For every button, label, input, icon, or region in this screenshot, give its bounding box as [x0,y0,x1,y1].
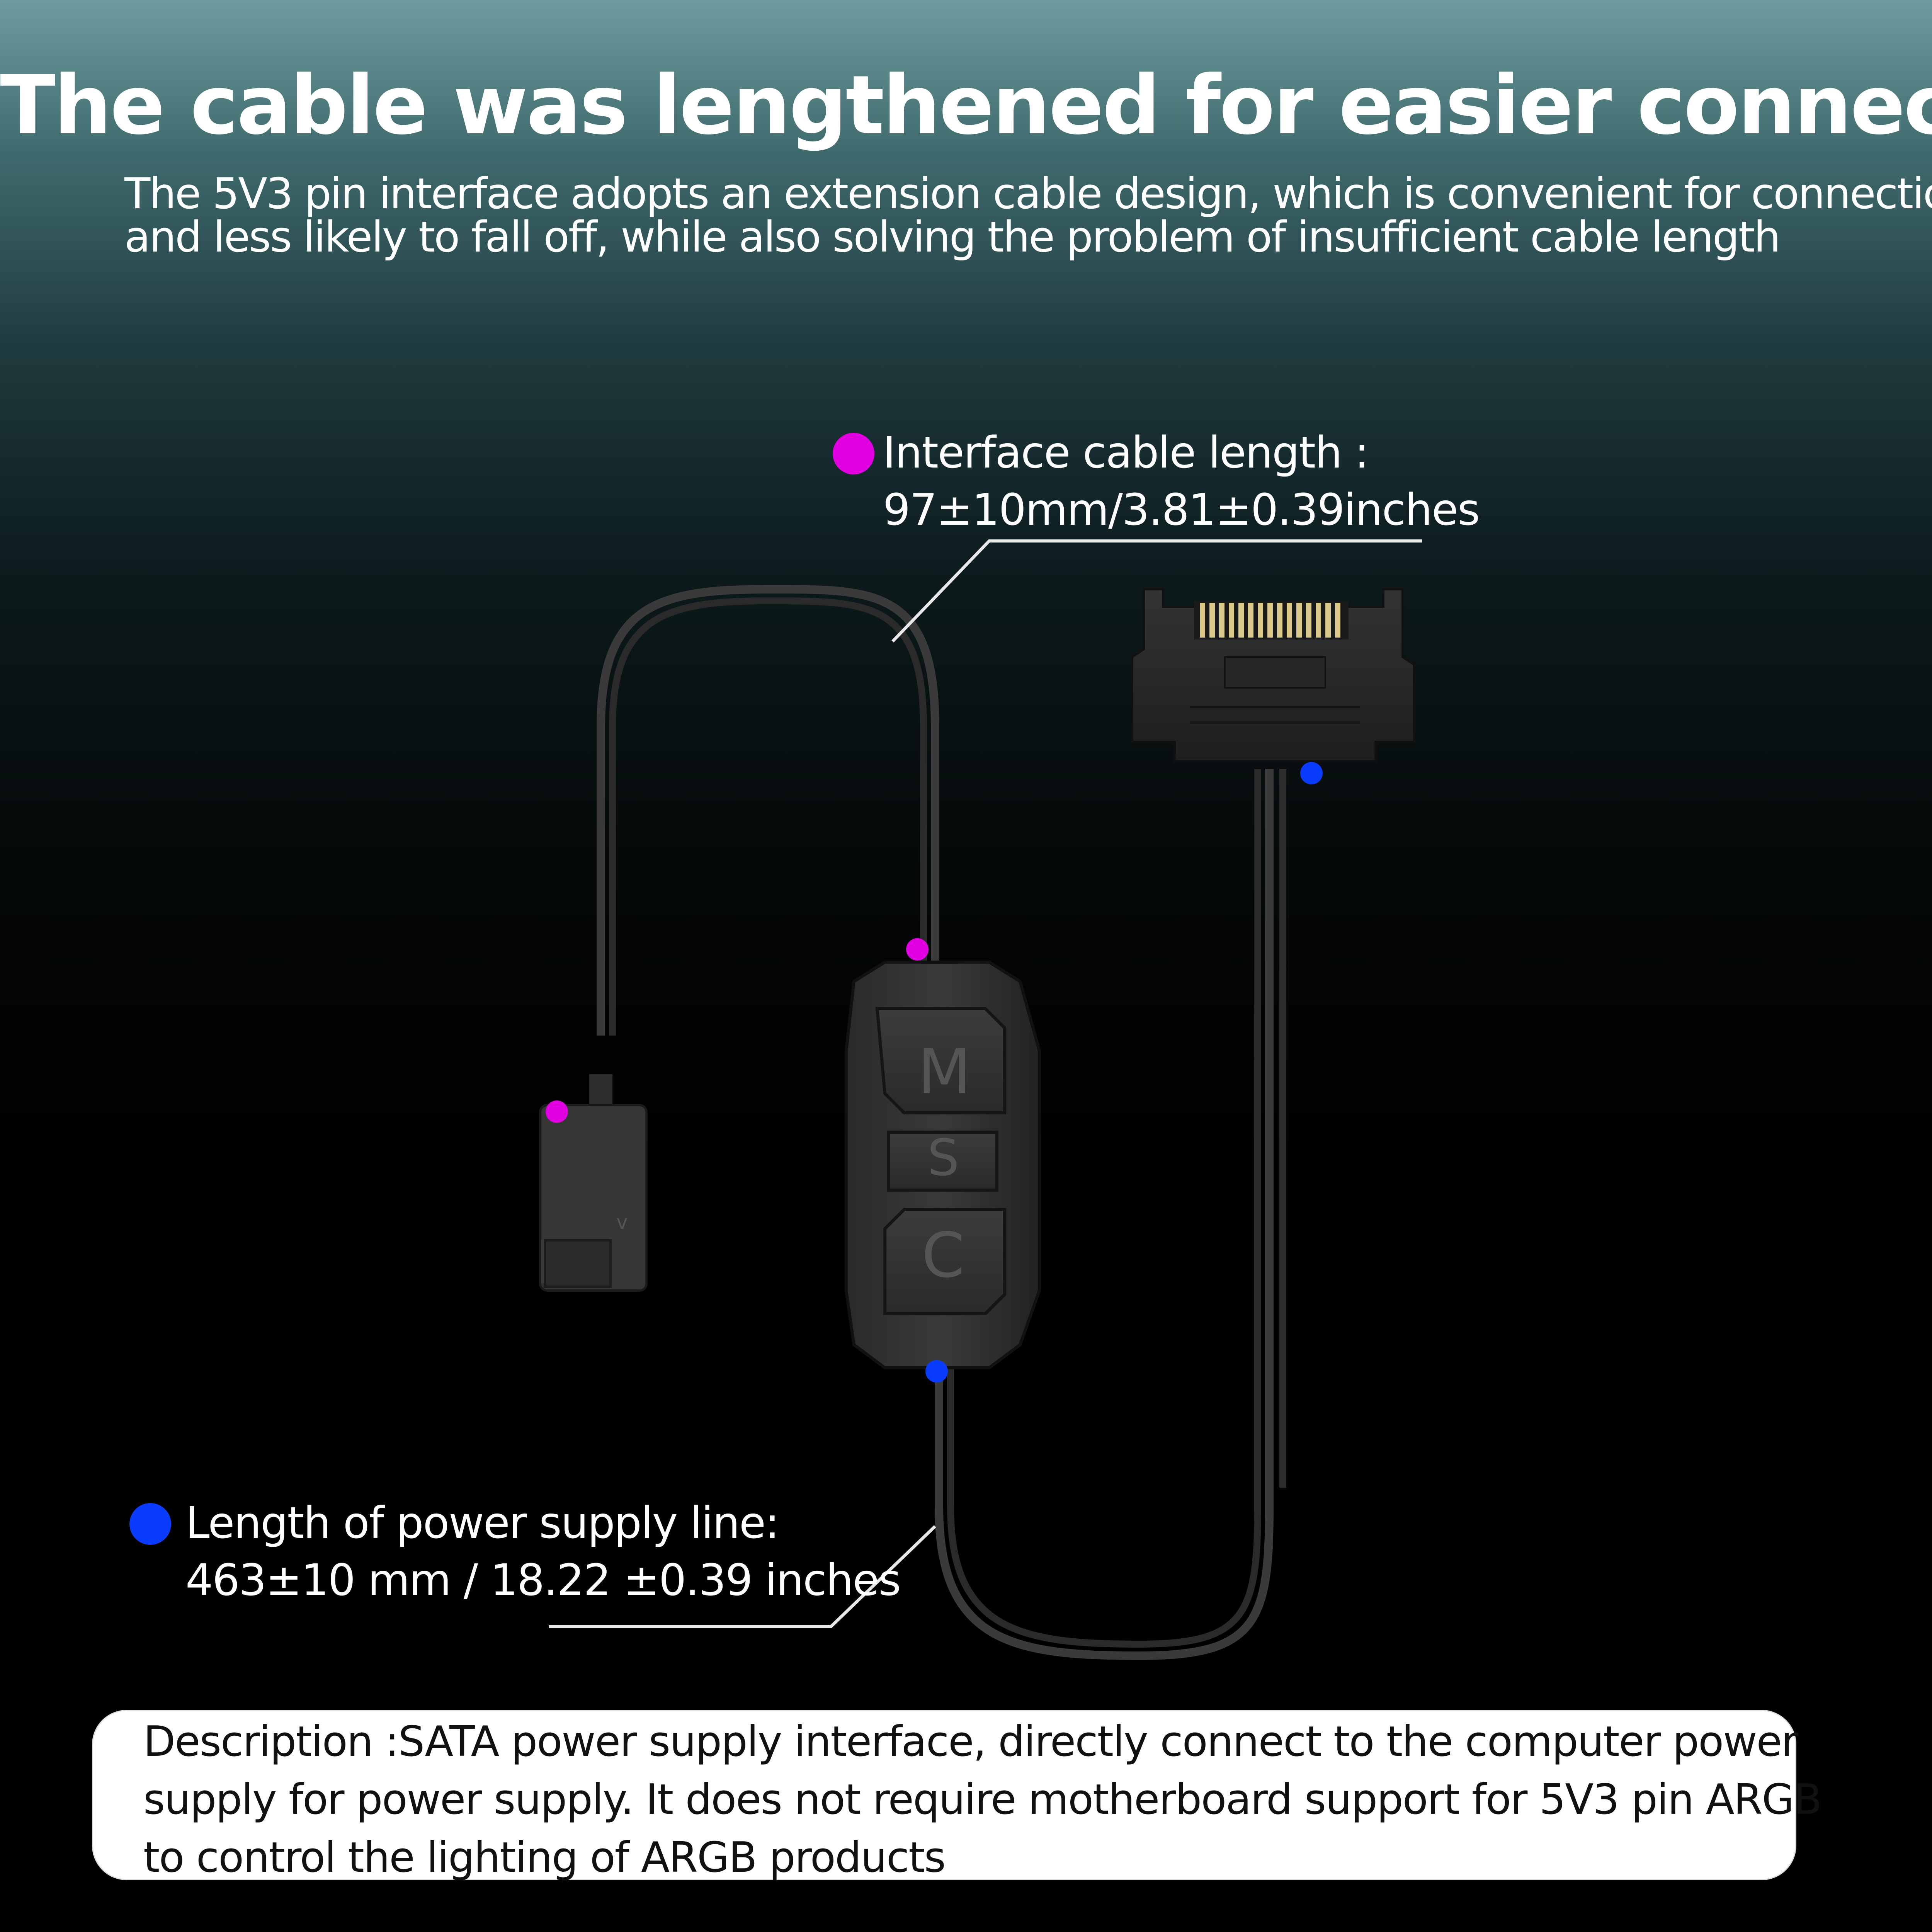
subtitle-line-2: and less likely to fall off, while also … [124,212,1781,262]
controller-button-m[interactable]: M [918,1036,971,1108]
subtitle-line-1: The 5V3 pin interface adopts an extensio… [124,169,1932,218]
interface-legend-dot [833,433,874,474]
interface-cable-label: Interface cable length : 97±10mm/3.81±0.… [883,424,1480,539]
page-subtitle: The 5V3 pin interface adopts an extensio… [124,169,1932,262]
description-line-2: supply for power supply. It does not req… [143,1776,1822,1824]
argb-connector-marker [546,1100,568,1123]
description-box: Description :SATA power supply interface… [92,1710,1822,1882]
interface-cable [597,585,939,1036]
power-line-value: 463±10 mm / 18.22 ±0.39 inches [185,1555,901,1605]
sata-connector [1131,588,1415,762]
power-line-label: Length of power supply line: 463±10 mm /… [185,1495,901,1609]
description-text: Description :SATA power supply interface… [143,1713,1822,1887]
power-line-title: Length of power supply line: [185,1498,780,1548]
power-legend-dot [129,1503,171,1545]
interface-cable-value: 97±10mm/3.81±0.39inches [883,485,1480,535]
power-cable-marker-bottom [925,1360,948,1383]
description-line-3: to control the lighting of ARGB products [143,1833,946,1882]
controller [845,961,1041,1369]
svg-text:v: v [616,1211,628,1233]
controller-button-s[interactable]: S [927,1128,959,1187]
argb-connector: v [539,1074,648,1292]
page-title: The cable was lengthened for easier conn… [0,58,1932,153]
interface-cable-marker [906,938,929,961]
controller-button-c[interactable]: C [922,1219,965,1291]
interface-cable-title: Interface cable length : [883,428,1369,478]
power-cable-marker-top [1300,762,1323,784]
description-line-1: Description :SATA power supply interface… [143,1718,1798,1766]
leader-lines [549,539,1422,1628]
power-cable [935,769,1286,1660]
